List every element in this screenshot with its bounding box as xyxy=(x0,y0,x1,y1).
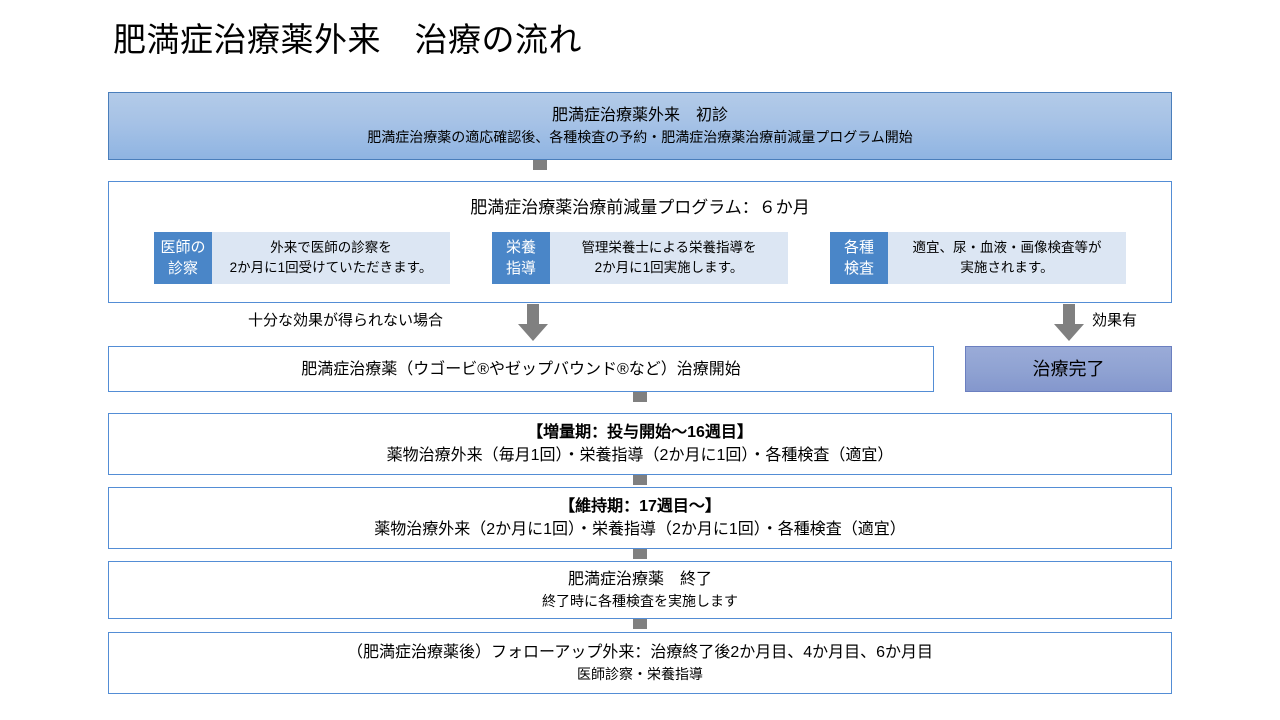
connector-stub-1 xyxy=(533,160,547,170)
program-item-nutrition-guidance-body-line2: 2か月に1回実施します。 xyxy=(594,260,744,275)
arrow-down-effective xyxy=(1052,304,1086,342)
treatment-start-box: 肥満症治療薬（ウゴービ®やゼップバウンド®など）治療開始 xyxy=(108,346,934,392)
program-item-nutrition-guidance-label-line1: 栄養 xyxy=(505,239,536,256)
program-item-nutrition-guidance-label-line2: 指導 xyxy=(505,260,536,277)
program-item-doctor-visit-label-line1: 医師の xyxy=(160,239,206,256)
branch-label-effective: 効果有 xyxy=(1092,312,1138,329)
program-item-various-tests-label-line1: 各種 xyxy=(843,239,874,256)
follow-up-box: （肥満症治療薬後）フォローアップ外来：治療終了後2か月目、4か月目、6か月目 医… xyxy=(108,632,1172,694)
program-item-nutrition-guidance-body: 管理栄養士による栄養指導を 2か月に1回実施します。 xyxy=(550,232,788,284)
follow-up-line1: （肥満症治療薬後）フォローアップ外来：治療終了後2か月目、4か月目、6か月目 xyxy=(346,644,934,661)
program-item-doctor-visit-label-line2: 診察 xyxy=(167,260,198,277)
escalation-phase-line1: 【増量期：投与開始〜16週目】 xyxy=(527,424,753,441)
connector-stub-5 xyxy=(633,619,647,629)
escalation-phase-line2: 薬物治療外来（毎月1回）・栄養指導（2か月に1回）・各種検査（適宜） xyxy=(386,447,894,464)
treatment-end-line2: 終了時に各種検査を実施します xyxy=(542,593,738,609)
treatment-complete-line1: 治療完了 xyxy=(1032,359,1105,379)
branch-label-insufficient-effect: 十分な効果が得られない場合 xyxy=(248,312,444,329)
maintenance-phase-line1: 【維持期：17週目〜】 xyxy=(559,498,721,515)
program-box: 肥満症治療薬治療前減量プログラム：６か月 医師の 診察 外来で医師の診察を 2か… xyxy=(108,181,1172,303)
program-item-various-tests: 各種 検査 適宜、尿・血液・画像検査等が 実施されます。 xyxy=(830,232,1126,284)
follow-up-line2: 医師診察・栄養指導 xyxy=(577,666,703,682)
maintenance-phase-box: 【維持期：17週目〜】 薬物治療外来（2か月に1回）・栄養指導（2か月に1回）・… xyxy=(108,487,1172,549)
program-title: 肥満症治療薬治療前減量プログラム：６か月 xyxy=(470,198,810,217)
program-item-nutrition-guidance: 栄養 指導 管理栄養士による栄養指導を 2か月に1回実施します。 xyxy=(492,232,788,284)
program-item-various-tests-label: 各種 検査 xyxy=(830,232,888,284)
program-item-nutrition-guidance-label: 栄養 指導 xyxy=(492,232,550,284)
connector-stub-4 xyxy=(633,549,647,559)
treatment-start-line1: 肥満症治療薬（ウゴービ®やゼップバウンド®など）治療開始 xyxy=(301,360,741,378)
program-item-doctor-visit: 医師の 診察 外来で医師の診察を 2か月に1回受けていただきます。 xyxy=(154,232,450,284)
program-item-various-tests-body: 適宜、尿・血液・画像検査等が 実施されます。 xyxy=(888,232,1126,284)
program-item-various-tests-body-line2: 実施されます。 xyxy=(960,260,1054,275)
connector-stub-3 xyxy=(633,475,647,485)
treatment-end-line1: 肥満症治療薬 終了 xyxy=(567,571,712,588)
program-item-various-tests-body-line1: 適宜、尿・血液・画像検査等が xyxy=(912,240,1102,255)
program-item-doctor-visit-body-line1: 外来で医師の診察を xyxy=(270,240,392,255)
connector-stub-2 xyxy=(633,392,647,402)
initial-visit-box: 肥満症治療薬外来 初診 肥満症治療薬の適応確認後、各種検査の予約・肥満症治療薬治… xyxy=(108,92,1172,160)
program-chip-row: 医師の 診察 外来で医師の診察を 2か月に1回受けていただきます。 栄養 指導 … xyxy=(109,232,1171,284)
program-item-doctor-visit-body-line2: 2か月に1回受けていただきます。 xyxy=(229,260,433,275)
treatment-complete-box: 治療完了 xyxy=(965,346,1172,392)
maintenance-phase-line2: 薬物治療外来（2か月に1回）・栄養指導（2か月に1回）・各種検査（適宜） xyxy=(374,521,906,538)
program-item-doctor-visit-label: 医師の 診察 xyxy=(154,232,212,284)
program-item-various-tests-label-line2: 検査 xyxy=(843,260,874,277)
initial-visit-line1: 肥満症治療薬外来 初診 xyxy=(551,107,728,124)
treatment-end-box: 肥満症治療薬 終了 終了時に各種検査を実施します xyxy=(108,561,1172,619)
program-item-nutrition-guidance-body-line1: 管理栄養士による栄養指導を xyxy=(581,240,757,255)
program-item-doctor-visit-body: 外来で医師の診察を 2か月に1回受けていただきます。 xyxy=(212,232,450,284)
initial-visit-line2: 肥満症治療薬の適応確認後、各種検査の予約・肥満症治療薬治療前減量プログラム開始 xyxy=(367,129,913,145)
arrow-down-insufficient-effect xyxy=(516,304,550,342)
escalation-phase-box: 【増量期：投与開始〜16週目】 薬物治療外来（毎月1回）・栄養指導（2か月に1回… xyxy=(108,413,1172,475)
page-title: 肥満症治療薬外来 治療の流れ xyxy=(113,21,582,58)
